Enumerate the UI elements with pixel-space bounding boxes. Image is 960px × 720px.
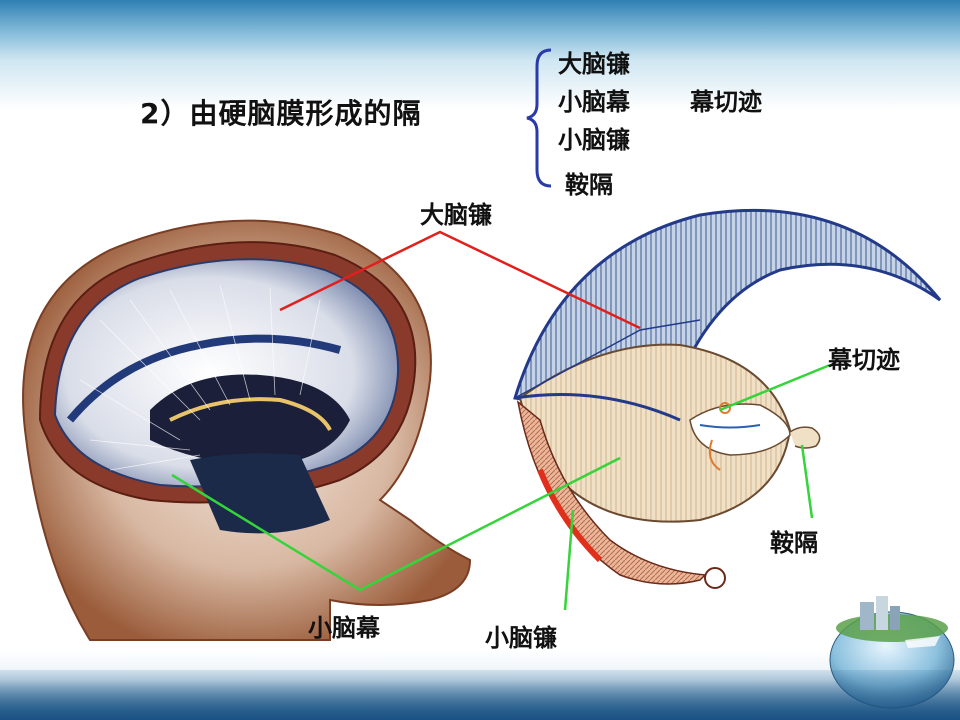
pointer-falx-cerebri (279, 230, 641, 330)
pointer-tentorium (171, 456, 621, 592)
curly-brace (526, 48, 552, 188)
pointer-tentorial-notch (719, 363, 831, 412)
tree-item-2: 小脑幕 (558, 88, 630, 116)
tree-item-1: 大脑镰 (558, 50, 630, 78)
footer-band (0, 670, 960, 720)
tree-item-3: 小脑镰 (558, 126, 630, 154)
slide-title: 2）由硬脑膜形成的隔 (140, 97, 422, 130)
label-tentorial-notch: 幕切迹 (828, 346, 900, 374)
label-falx-cerebri: 大脑镰 (420, 201, 492, 229)
pointer-falx-cerebelli (563, 509, 575, 611)
tree-item-side: 幕切迹 (690, 88, 762, 116)
label-tentorium-cerebelli: 小脑幕 (308, 614, 380, 642)
pointer-diaphragma-sellae (800, 444, 814, 519)
dural-septa-diagram (505, 196, 957, 606)
label-falx-cerebelli: 小脑镰 (485, 624, 557, 652)
label-diaphragma-sellae: 鞍隔 (770, 529, 818, 557)
tree-item-4: 鞍隔 (565, 171, 613, 199)
skull-dissection-illustration (22, 219, 472, 641)
